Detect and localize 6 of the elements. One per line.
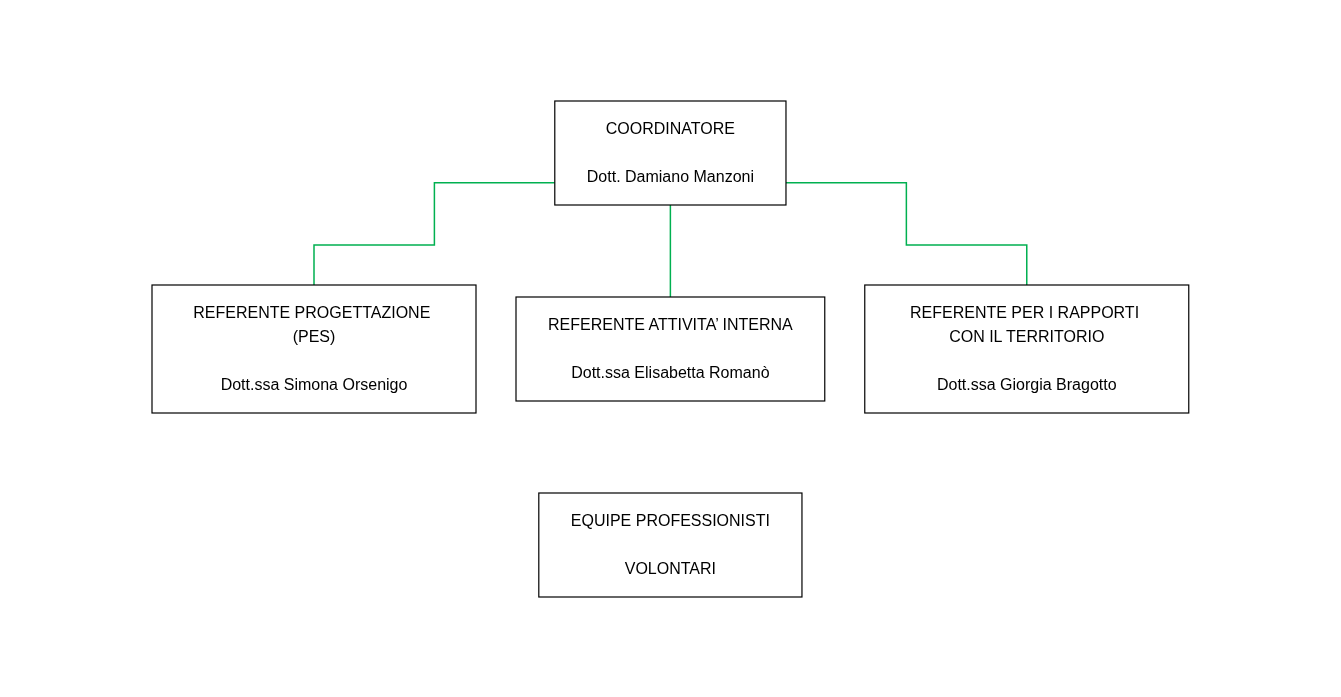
node-box: REFERENTE PER I RAPPORTI CON IL TERRITORIO Dott.ssa Giorgia Bragotto [864, 283, 1190, 414]
node-box: COORDINATORE Dott. Damiano Manzoni [554, 99, 787, 206]
node-box: REFERENTE ATTIVITA’ INTERNA Dott.ssa Elisabetta Romanò [515, 295, 826, 402]
node-box: REFERENTE PROGETTAZIONE (PES) Dott.ssa Simona Orsenigo [151, 283, 477, 414]
connector [669, 203, 672, 298]
node-box: EQUIPE PROFESSIONISTI VOLONTARI [538, 491, 803, 598]
